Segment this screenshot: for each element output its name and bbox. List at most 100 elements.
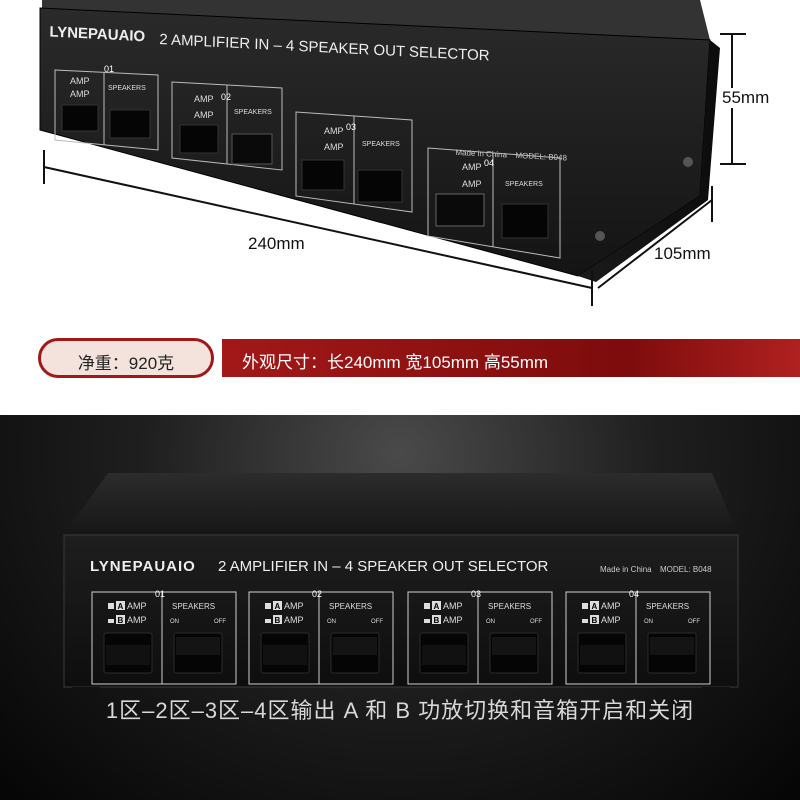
zone-panel-4: 04 AMP AMP SPEAKERS xyxy=(427,147,561,259)
screw-icon xyxy=(683,157,693,167)
b-amp-label: AMP xyxy=(601,615,621,625)
b-amp-label: AMP xyxy=(324,142,344,152)
a-amp-label: AMP xyxy=(601,601,621,611)
speakers-label: SPEAKERS xyxy=(488,602,531,611)
a-amp-label: AMP xyxy=(462,162,482,172)
zone-number: 01 xyxy=(155,589,165,599)
amp-toggle-switch[interactable] xyxy=(179,124,219,154)
zone-panel-3: 03 AMP AMP SPEAKERS xyxy=(295,111,413,213)
amp-a-icon xyxy=(424,603,430,609)
on-label: ON xyxy=(170,619,179,625)
switch-rocker xyxy=(106,645,150,665)
a-amp-label: AMP xyxy=(443,601,463,611)
letter-badge xyxy=(590,615,599,624)
on-label: ON xyxy=(327,619,336,625)
amp-toggle-switch[interactable] xyxy=(301,159,345,191)
amp-b-icon xyxy=(108,619,114,623)
speaker-toggle-switch[interactable] xyxy=(231,133,273,165)
device-foot xyxy=(702,687,730,693)
a-amp-label: AMP xyxy=(127,601,147,611)
letter-badge xyxy=(590,601,599,610)
amp-b-icon xyxy=(265,619,271,623)
switch-rocker xyxy=(176,637,220,655)
amp-a-icon xyxy=(582,603,588,609)
b-amp-label: AMP xyxy=(462,179,482,189)
weight-text: 净重：920克 xyxy=(77,354,175,373)
zone-number: 02 xyxy=(221,92,231,102)
on-label: ON xyxy=(644,619,653,625)
off-label: OFF xyxy=(688,619,700,625)
switch-rocker xyxy=(333,637,377,655)
speaker-toggle-switch[interactable] xyxy=(357,169,403,203)
weight-badge: 净重：920克 xyxy=(38,338,214,378)
a-amp-label: AMP xyxy=(70,76,90,86)
letter-badge xyxy=(273,615,282,624)
letter-a: A xyxy=(275,602,281,611)
letter-a: A xyxy=(592,602,598,611)
b-amp-label: AMP xyxy=(127,615,147,625)
dimension-lines xyxy=(43,33,746,306)
speakers-label: SPEAKERS xyxy=(234,109,272,116)
zone-panel-1: 01 AMP AMP SPEAKERS xyxy=(54,64,159,151)
letter-a: A xyxy=(434,602,440,611)
switch-rocker xyxy=(650,637,694,655)
top-product-photo: LYNEPAUAIO 2 AMPLIFIER IN – 4 SPEAKER OU… xyxy=(38,0,800,378)
off-label: OFF xyxy=(214,619,226,625)
on-label: ON xyxy=(486,619,495,625)
device-lid xyxy=(64,473,738,535)
zone-number: 02 xyxy=(312,589,322,599)
zone-number: 03 xyxy=(346,122,356,132)
speakers-label: SPEAKERS xyxy=(646,602,689,611)
device-side xyxy=(578,40,720,282)
screw-icon xyxy=(595,231,605,241)
letter-b: B xyxy=(592,616,598,625)
height-dimension: 55mm xyxy=(720,88,772,108)
letter-b: B xyxy=(118,616,124,625)
spec-banner: 外观尺寸：长240mm 宽105mm 高55mm xyxy=(222,339,800,377)
device-top-rim xyxy=(42,0,710,40)
zone-panel-2: 02 AMP AMP SPEAKERS xyxy=(171,81,283,171)
spec-text: 外观尺寸：长240mm 宽105mm 高55mm xyxy=(242,353,549,372)
letter-a: A xyxy=(118,602,124,611)
b-amp-label: AMP xyxy=(194,110,214,120)
switch-rocker xyxy=(492,637,536,655)
amp-toggle-switch[interactable] xyxy=(435,193,485,227)
off-label: OFF xyxy=(371,619,383,625)
bottom-product-photo: LYNEPAUAIO 2 AMPLIFIER IN – 4 SPEAKER OU… xyxy=(0,415,800,800)
switch-rocker xyxy=(422,645,466,665)
made-in-label: Made in China xyxy=(600,565,652,574)
brand-logo: LYNEPAUAIO xyxy=(90,558,196,575)
a-amp-label: AMP xyxy=(284,601,304,611)
a-amp-label: AMP xyxy=(324,126,344,136)
speaker-toggle-switch[interactable] xyxy=(109,109,151,139)
off-label: OFF xyxy=(530,619,542,625)
made-in-label: Made in China xyxy=(455,148,507,160)
switch-rocker xyxy=(580,645,624,665)
b-amp-label: AMP xyxy=(284,615,304,625)
speakers-label: SPEAKERS xyxy=(172,602,215,611)
depth-dimension: 105mm xyxy=(654,244,711,263)
a-amp-label: AMP xyxy=(194,94,214,104)
amp-toggle-switch[interactable] xyxy=(61,104,99,132)
device-title: 2 AMPLIFIER IN – 4 SPEAKER OUT SELECTOR xyxy=(218,558,549,575)
switch-rocker xyxy=(263,645,307,665)
amp-b-icon xyxy=(582,619,588,623)
zone-number: 03 xyxy=(471,589,481,599)
letter-badge xyxy=(432,615,441,624)
b-amp-label: AMP xyxy=(443,615,463,625)
zone-number: 04 xyxy=(629,589,639,599)
speakers-label: SPEAKERS xyxy=(505,181,543,188)
zone-number: 01 xyxy=(104,64,114,74)
speakers-label: SPEAKERS xyxy=(362,141,400,148)
b-amp-label: AMP xyxy=(70,89,90,99)
amp-a-icon xyxy=(108,603,114,609)
device-foot xyxy=(72,687,100,693)
angled-device-illustration: LYNEPAUAIO 2 AMPLIFIER IN – 4 SPEAKER OU… xyxy=(39,0,746,306)
letter-b: B xyxy=(275,616,281,625)
speakers-label: SPEAKERS xyxy=(108,85,146,92)
speaker-toggle-switch[interactable] xyxy=(501,203,549,239)
model-label: MODEL: B048 xyxy=(660,565,712,574)
